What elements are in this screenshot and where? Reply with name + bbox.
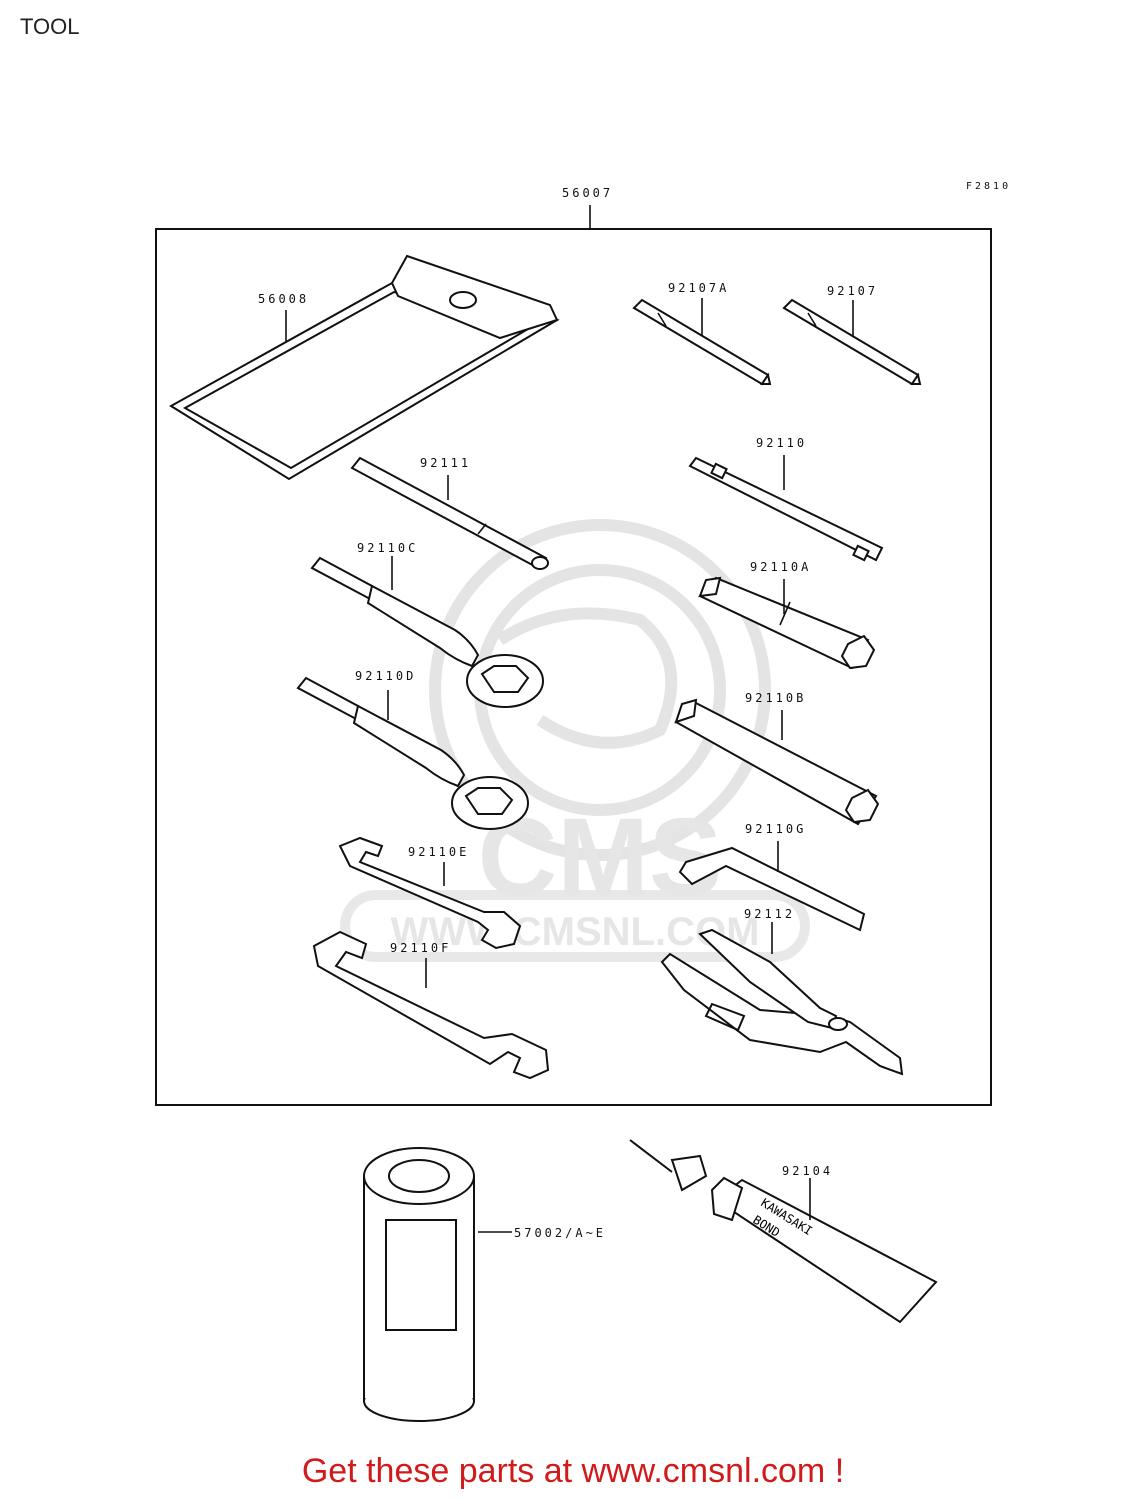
part-label-56007: 56007: [562, 186, 614, 200]
part-label-57002: 57002/A~E: [514, 1226, 607, 1240]
screwdriver-bit-a-drawing: [632, 298, 772, 386]
handle-drawing: [350, 456, 549, 570]
spanner-flat-drawing: [688, 455, 884, 562]
hex-wrench-g-drawing: [678, 841, 866, 932]
page-title: TOOL: [20, 14, 80, 39]
part-label-92107a: 92107A: [668, 281, 730, 295]
pliers-drawing: [660, 922, 904, 1076]
tool-kit-frame: [155, 228, 992, 1106]
part-label-92110a: 92110A: [750, 560, 812, 574]
part-label-92110f: 92110F: [390, 941, 452, 955]
plug-wrench-a-drawing: [698, 576, 876, 670]
part-label-92110e: 92110E: [408, 845, 470, 859]
box-wrench-b-drawing: [674, 698, 880, 826]
part-label-92110g: 92110G: [745, 822, 807, 836]
part-label-92110d: 92110D: [355, 669, 417, 683]
watermark-logo: CMS WWW.CMSNL.COM: [340, 519, 810, 962]
figure-code: F2810: [966, 181, 1012, 192]
oil-can-drawing: [363, 1147, 512, 1422]
part-label-92104: 92104: [782, 1164, 834, 1178]
part-label-92107: 92107: [827, 284, 879, 298]
open-wrench-e-drawing: [338, 836, 522, 950]
part-label-92111: 92111: [420, 456, 472, 470]
tool-bag-drawing: [169, 254, 560, 481]
part-label-92112: 92112: [744, 907, 796, 921]
screwdriver-bit-drawing: [782, 298, 922, 386]
footer-link[interactable]: Get these parts at www.cmsnl.com !: [301, 1452, 845, 1490]
part-label-92110c: 92110C: [357, 541, 419, 555]
ring-wrench-c-drawing: [310, 556, 544, 708]
open-wrench-f-drawing: [312, 930, 550, 1080]
part-label-92110: 92110: [756, 436, 808, 450]
ring-wrench-d-drawing: [296, 676, 529, 830]
watermark-url: WWW.CMSNL.COM: [391, 910, 760, 954]
part-label-92110b: 92110B: [745, 691, 807, 705]
part-label-56008: 56008: [258, 292, 310, 306]
